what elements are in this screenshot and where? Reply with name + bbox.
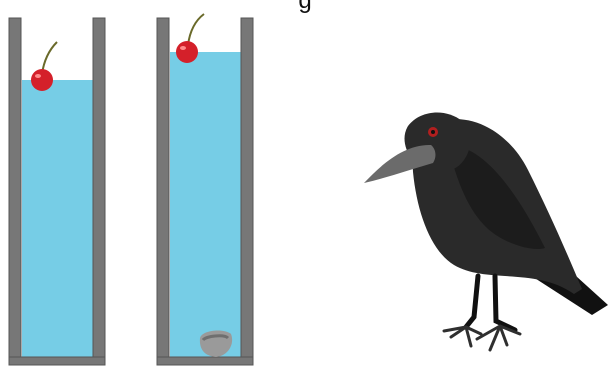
cherry-stem bbox=[188, 14, 204, 45]
right-tube-wall-left bbox=[157, 18, 169, 364]
cherry-body bbox=[176, 41, 198, 63]
left-tube-wall-left bbox=[9, 18, 21, 364]
cherry-body bbox=[31, 69, 53, 91]
crow-foot-left bbox=[444, 327, 481, 346]
crow-illustration bbox=[364, 112, 608, 350]
crow-leg-left bbox=[466, 276, 478, 327]
left-tube bbox=[9, 18, 105, 365]
right-tube-bottom bbox=[157, 357, 253, 365]
right-tube bbox=[157, 14, 253, 365]
left-tube-bottom bbox=[9, 357, 105, 365]
cherry-shine bbox=[180, 46, 186, 50]
left-tube-water bbox=[22, 80, 94, 360]
cherry-stem bbox=[42, 42, 57, 74]
cherry-shine bbox=[35, 74, 41, 78]
crow-eye-pupil bbox=[431, 130, 435, 134]
right-tube-water bbox=[170, 52, 242, 360]
left-tube-wall-right bbox=[93, 18, 105, 364]
right-tube-wall-right bbox=[241, 18, 253, 364]
crow-leg-right bbox=[495, 276, 515, 330]
